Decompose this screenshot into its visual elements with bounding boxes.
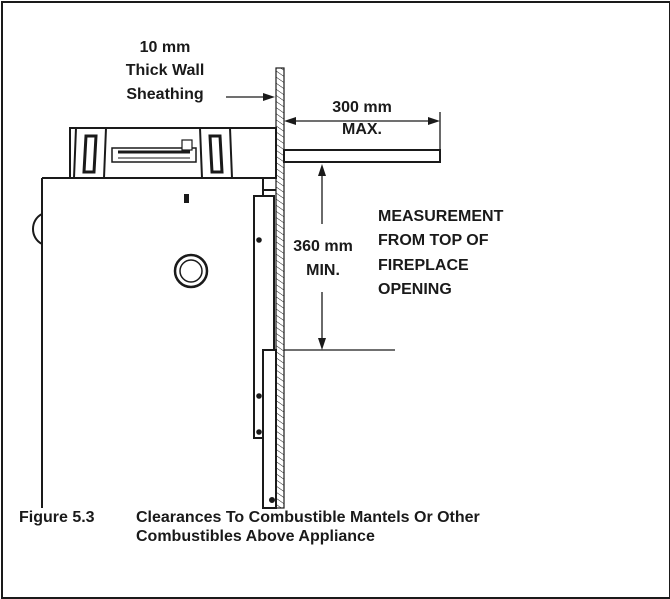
svg-text:FIREPLACE: FIREPLACE: [378, 257, 469, 274]
side-trim: [253, 195, 277, 509]
sheathing-leader: [226, 93, 275, 101]
height-dimension: [318, 164, 326, 350]
sheathing-label: 10 mm Thick Wall Sheathing: [126, 39, 205, 103]
depth-dimension: [284, 112, 441, 150]
svg-text:10 mm: 10 mm: [140, 39, 191, 56]
caption-line-1: Clearances To Combustible Mantels Or Oth…: [136, 509, 480, 526]
measurement-note: MEASUREMENT FROM TOP OF FIREPLACE OPENIN…: [378, 208, 504, 298]
height-label: 360 mm MIN.: [293, 238, 353, 279]
indicator-light: [184, 194, 189, 203]
svg-text:360 mm: 360 mm: [293, 238, 353, 255]
svg-text:MAX.: MAX.: [342, 121, 382, 138]
svg-text:MEASUREMENT: MEASUREMENT: [378, 208, 504, 225]
fireplace-body: [32, 177, 276, 508]
mantel: [283, 149, 441, 163]
svg-text:300 mm: 300 mm: [332, 99, 392, 116]
svg-text:Thick Wall: Thick Wall: [126, 62, 205, 79]
top-vent-assembly: [69, 127, 277, 179]
svg-text:FROM TOP OF: FROM TOP OF: [378, 232, 489, 249]
depth-label: 300 mm MAX.: [332, 99, 392, 138]
figure-caption: Figure 5.3 Clearances To Combustible Mant…: [19, 508, 480, 546]
figure-number: Figure 5.3: [19, 509, 95, 526]
svg-text:Sheathing: Sheathing: [126, 86, 203, 103]
wall-sheathing: [275, 67, 285, 509]
gas-knob: [173, 253, 209, 289]
svg-text:MIN.: MIN.: [306, 262, 340, 279]
caption-line-2: Combustibles Above Appliance: [136, 528, 375, 545]
svg-text:OPENING: OPENING: [378, 281, 452, 298]
